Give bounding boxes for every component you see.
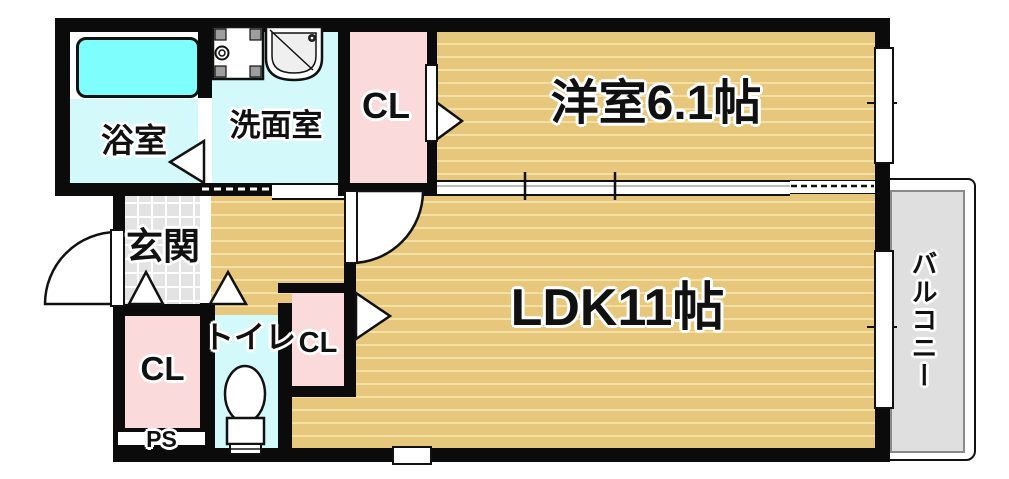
pipe-space-label: PS [146, 426, 177, 452]
washer-pan-corner [214, 28, 227, 41]
wall-left-upper [55, 18, 70, 196]
ldk-bottom-vent-window [392, 446, 432, 465]
wall-closet-top-east-upper [427, 18, 437, 65]
western-room-floor [437, 32, 875, 183]
closet-top-floor [350, 30, 427, 183]
toilet-tank-icon [225, 416, 266, 446]
closet-left-floor [125, 316, 200, 428]
wall-left-lower [113, 304, 125, 448]
toilet-bowl-icon [223, 364, 267, 424]
washroom-sliding-door [272, 183, 345, 200]
toilet-label: トイレ [203, 320, 296, 355]
washer-drain-icon [214, 45, 230, 61]
wall-toilet-east [278, 303, 292, 448]
wall-washroom-south-dashed [200, 183, 272, 196]
entrance-door-arc [43, 230, 119, 306]
closet-mid-label: CL [298, 327, 338, 359]
wall-entrance-south [113, 304, 215, 316]
wall-closet-mid-north [278, 283, 356, 293]
bathroom-label: 浴室 [101, 122, 167, 159]
balcony-label: バルコニー [908, 250, 938, 390]
ldk-balcony-window [874, 250, 894, 409]
entrance-step-edge [200, 190, 211, 304]
entrance-step-triangle [126, 269, 166, 306]
closet-top-label: CL [362, 85, 410, 126]
ldk-door-arc [349, 189, 425, 265]
toilet-door-triangle [207, 269, 249, 306]
closet-mid-floor [292, 293, 344, 386]
closet-left-label: CL [140, 350, 185, 387]
wall-entrance-west-upper [113, 190, 125, 232]
wall-bottom [113, 448, 890, 462]
wall-closet-mid-south [278, 386, 356, 397]
sink-faucet-dot [310, 36, 314, 40]
washer-pan-corner [249, 28, 262, 41]
wall-closet-mid-east [344, 262, 356, 397]
washer-pan-corner [214, 65, 227, 78]
entrance-label: 玄関 [126, 226, 200, 267]
washer-drain-inner [218, 49, 226, 57]
wall-closetleft-toilet [200, 303, 215, 448]
entrance-door-leaf [110, 229, 125, 307]
closet-top-door-leaf [425, 64, 438, 142]
wall-bath-washroom [198, 18, 212, 98]
ldk-label: LDK11帖 [510, 279, 725, 337]
washer-pan-corner [249, 65, 262, 78]
bath-door-triangle [167, 138, 206, 186]
ldk-door-leaf [344, 190, 358, 264]
washroom-label: 洗面室 [229, 108, 323, 143]
entrance-tile-floor [125, 190, 200, 304]
closet-mid-door-triangle [354, 290, 393, 342]
western-room-label: 洋室6.1帖 [550, 77, 762, 130]
pipe-space-band [118, 432, 205, 445]
wall-bath-south [55, 183, 200, 196]
sink-corner-line [269, 29, 314, 71]
western-window [874, 47, 894, 164]
wall-washroom-closet [338, 32, 350, 183]
wall-closet-top-east-lower [427, 140, 437, 183]
